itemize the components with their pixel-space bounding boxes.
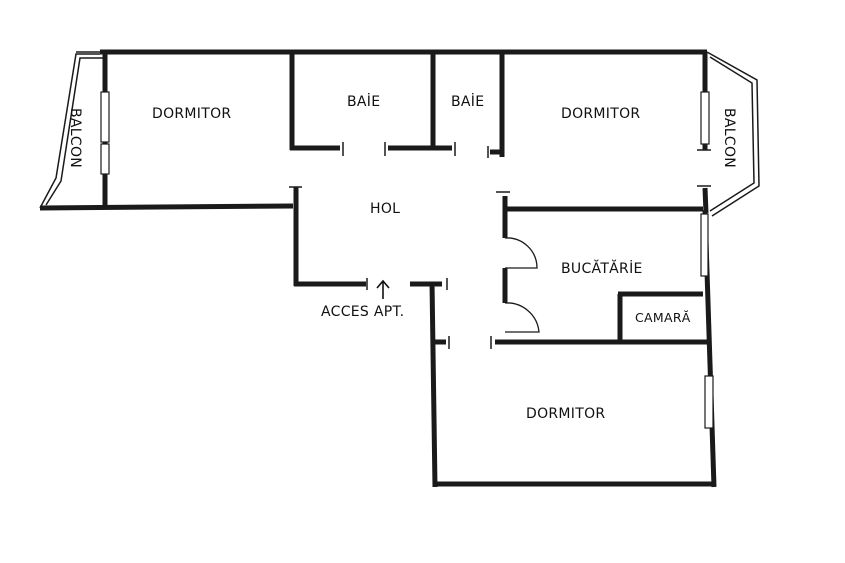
arrow-up-icon [376,279,390,299]
label-baie-2: BAİE [451,92,484,110]
label-balcon-left: BALCON [67,108,83,168]
door-jambs [289,142,711,349]
window-kitchen [700,213,709,277]
label-dormitor-left: DORMITOR [152,106,231,122]
door-swings [504,237,540,333]
balcony-left [39,51,104,209]
label-acces-apt: ACCES APT. [321,304,404,320]
window-left-bedroom-1 [100,91,110,143]
label-balcon-right: BALCON [721,108,737,168]
window-bottom-bedroom [704,375,714,429]
window-left-bedroom-2 [100,143,110,175]
label-dormitor-bottom: DORMITOR [526,406,605,422]
label-hol: HOL [370,201,400,217]
room-labels: DORMITOR BAİE BAİE DORMITOR HOL BUCĂTĂRİ… [67,92,737,422]
label-baie-1: BAİE [347,92,380,110]
label-dormitor-right: DORMITOR [561,106,640,122]
label-bucatarie: BUCĂTĂRİE [561,259,643,277]
balcony-right [702,51,760,217]
walls [39,49,717,488]
label-camara: CAMARĂ [635,310,691,325]
window-right-bedroom [700,91,710,145]
windows [100,91,714,429]
